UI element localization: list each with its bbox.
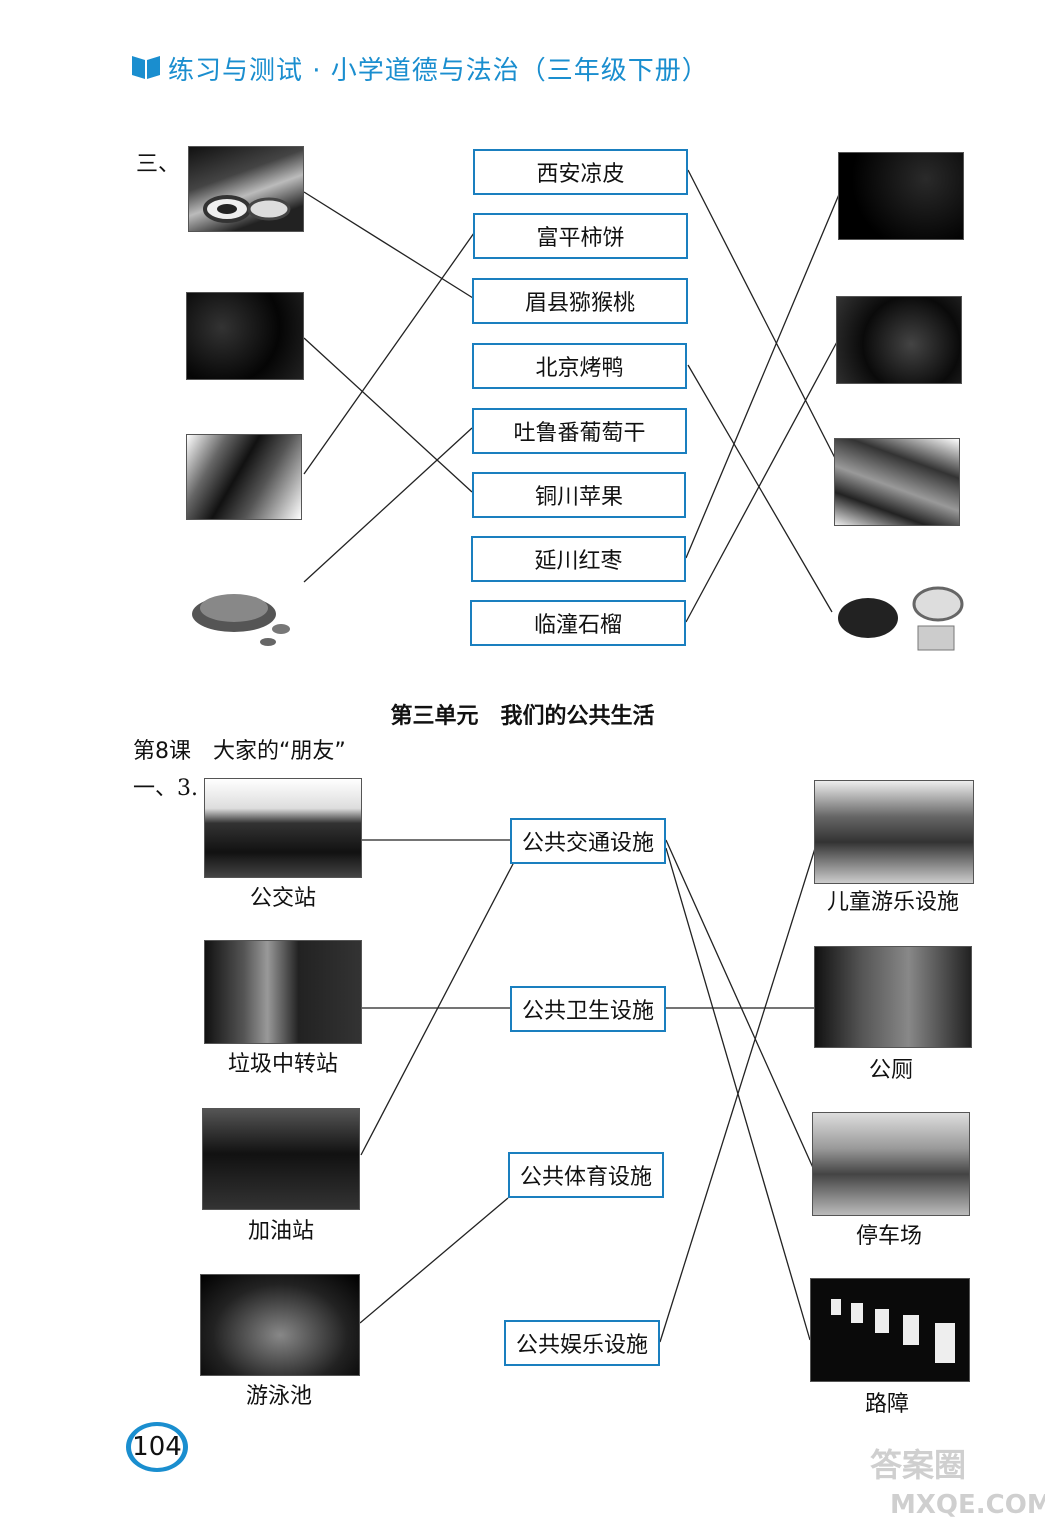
- line-l4: [303, 427, 473, 583]
- photo-gas-station: [202, 1108, 360, 1210]
- facility-box-sports[interactable]: 公共体育设施: [508, 1152, 664, 1198]
- line-l1: [303, 191, 474, 299]
- line-f8: [659, 841, 818, 1343]
- photo-apples: [836, 296, 962, 384]
- caption-playground: 儿童游乐设施: [826, 890, 959, 915]
- line-f4: [359, 1197, 509, 1324]
- food-box-8[interactable]: 临潼石榴: [470, 600, 686, 646]
- line-r3: [685, 191, 841, 559]
- book-icon: [132, 56, 160, 79]
- caption-toilet: 公厕: [868, 1058, 913, 1083]
- item-label: 一、3.: [133, 776, 198, 801]
- nut-bowl-icon: [192, 594, 290, 646]
- page-number: 104: [131, 1426, 183, 1468]
- watermark-text: 答案圈: [870, 1446, 967, 1484]
- duck-dish-icon: [838, 586, 964, 651]
- page-number-badge: 104: [126, 1422, 188, 1472]
- photo-garbage-station: [204, 940, 362, 1044]
- photo-persimmon-cake: [188, 146, 304, 232]
- line-f6: [665, 839, 815, 1171]
- food-box-3[interactable]: 眉县猕猴桃: [472, 278, 688, 324]
- unit-title: 第三单元 我们的公共生活: [390, 704, 655, 729]
- food-illustration-icon: [203, 195, 291, 223]
- line-r1: [687, 169, 837, 461]
- line-l3: [303, 232, 475, 475]
- caption-garbage-station: 垃圾中转站: [227, 1052, 338, 1077]
- photo-bus-stop: [204, 778, 362, 878]
- line-f3: [360, 861, 515, 1156]
- photo-pomegranate: [838, 152, 964, 240]
- caption-parking: 停车场: [855, 1224, 922, 1249]
- facility-box-entertainment[interactable]: 公共娱乐设施: [504, 1320, 660, 1366]
- line-r2: [687, 364, 833, 613]
- photo-raisins: [186, 574, 304, 654]
- photo-kiwi: [186, 292, 304, 380]
- line-r4: [685, 339, 839, 623]
- photo-toilet: [814, 946, 972, 1048]
- facility-box-transport[interactable]: 公共交通设施: [510, 818, 666, 864]
- watermark-url: MXQE.COM: [890, 1490, 1045, 1520]
- photo-liangpi: [834, 438, 960, 526]
- caption-roadblock: 路障: [864, 1392, 909, 1417]
- lesson-title: 第8课 大家的“朋友”: [133, 739, 346, 764]
- section-label-3: 三、: [136, 152, 181, 177]
- photo-roadblock: [810, 1278, 970, 1382]
- caption-bus-stop: 公交站: [249, 886, 316, 911]
- food-box-2[interactable]: 富平柿饼: [473, 213, 688, 259]
- caption-swimming-pool: 游泳池: [245, 1384, 312, 1409]
- photo-swimming-pool: [200, 1274, 360, 1376]
- traffic-cone-icon: [831, 1299, 955, 1363]
- facility-box-sanitation[interactable]: 公共卫生设施: [510, 986, 666, 1032]
- food-box-7[interactable]: 延川红枣: [471, 536, 686, 582]
- line-l2: [303, 337, 473, 493]
- header-title: 练习与测试 · 小学道德与法治（三年级下册）: [168, 56, 709, 86]
- caption-gas-station: 加油站: [247, 1219, 314, 1244]
- photo-dates: [186, 434, 302, 520]
- food-box-1[interactable]: 西安凉皮: [473, 149, 688, 195]
- photo-parking: [812, 1112, 970, 1216]
- food-box-6[interactable]: 铜川苹果: [472, 472, 686, 518]
- food-box-4[interactable]: 北京烤鸭: [472, 343, 687, 389]
- photo-roast-duck: [832, 578, 974, 660]
- food-box-5[interactable]: 吐鲁番葡萄干: [472, 408, 687, 454]
- photo-playground: [814, 780, 974, 884]
